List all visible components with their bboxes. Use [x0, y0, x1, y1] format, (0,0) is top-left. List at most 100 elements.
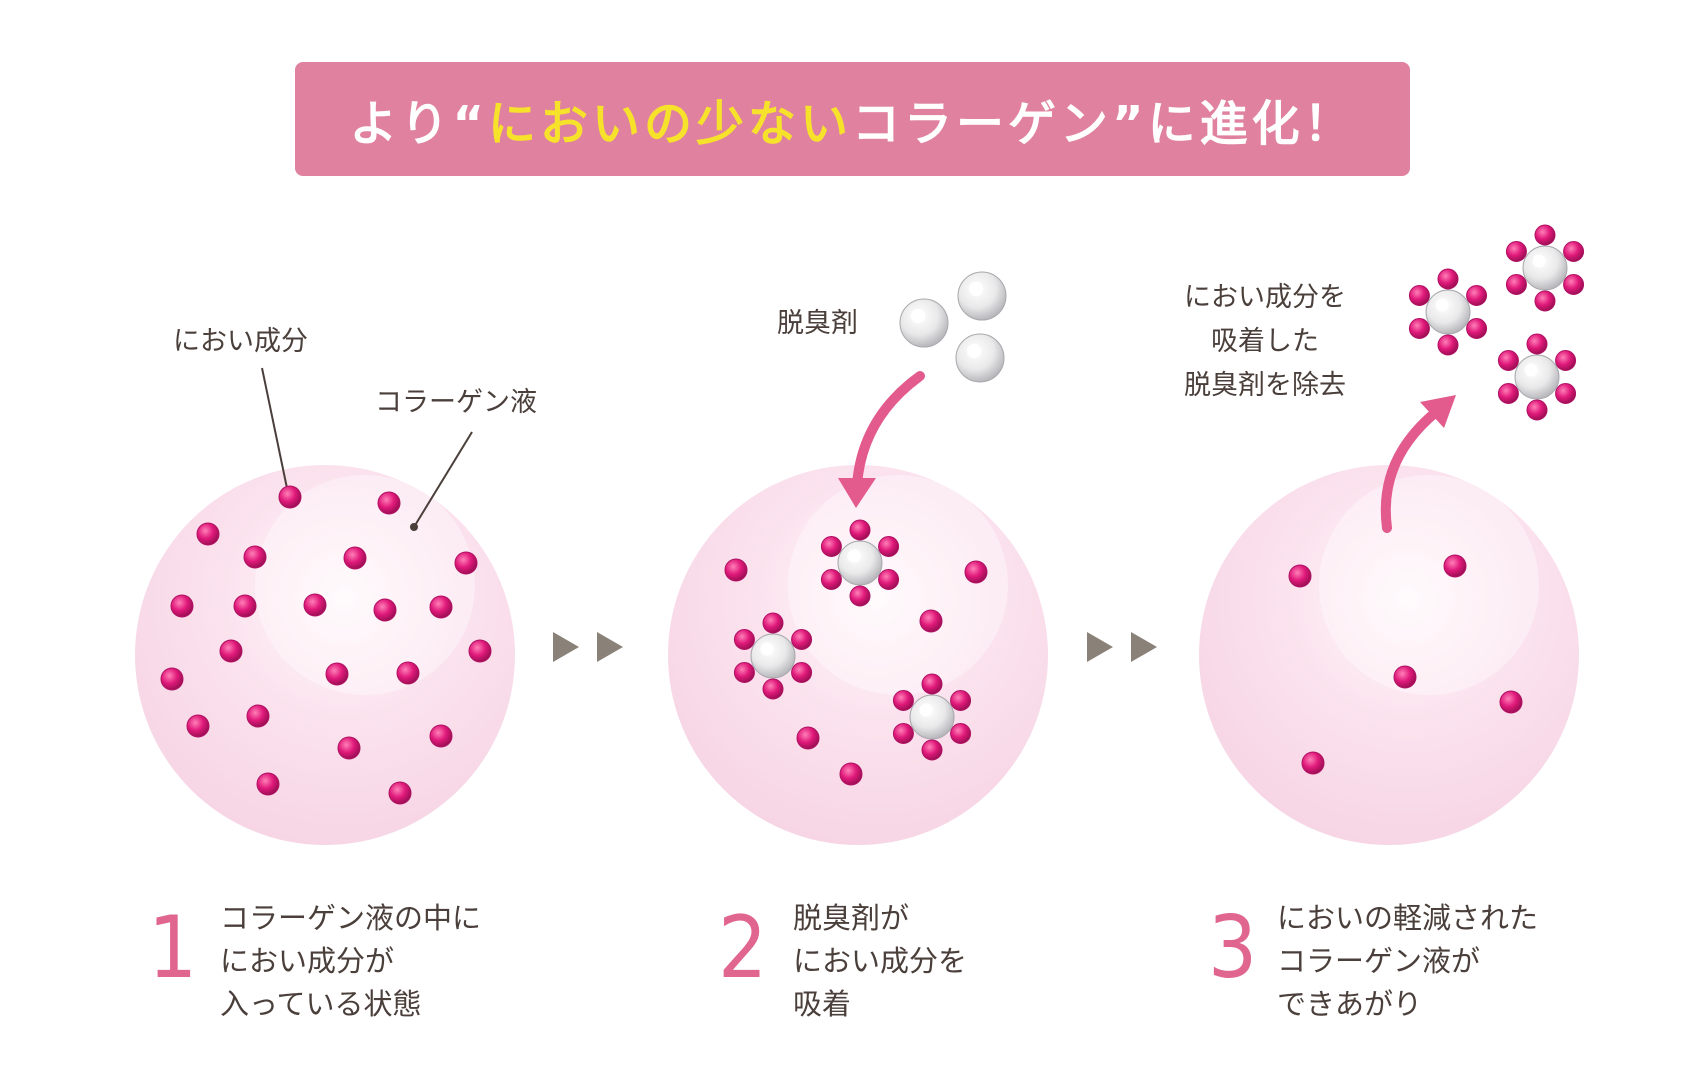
- odor-dot: [1499, 690, 1523, 714]
- curved-arrow-icon: [1380, 407, 1441, 533]
- odor-dot: [849, 519, 871, 541]
- step-number-3: 3: [1208, 898, 1258, 998]
- step-chevrons: [553, 632, 1157, 662]
- solution-circles: [135, 465, 1579, 845]
- deodorant-bubble: [955, 333, 1005, 383]
- odor-dot: [839, 762, 863, 786]
- odor-dot: [233, 594, 257, 618]
- odor-dot: [921, 673, 943, 695]
- odor-dot: [170, 594, 194, 618]
- odor-dot: [791, 662, 813, 683]
- odor-dot: [256, 772, 280, 796]
- odor-dot: [1301, 751, 1325, 775]
- odor-dot: [796, 726, 820, 750]
- chevron-right-icon: [553, 632, 579, 662]
- odor-dot: [219, 639, 243, 663]
- odor-dot: [1497, 383, 1519, 404]
- deodorant-bubble: [957, 271, 1007, 321]
- odor-dot: [196, 522, 220, 546]
- deodorant-bubble: [1514, 354, 1560, 400]
- odor-dot: [1408, 318, 1430, 339]
- odor-dot: [1555, 383, 1577, 404]
- odor-dot: [878, 536, 900, 557]
- odor-dot: [1563, 241, 1585, 262]
- deodorant-bubbles: [750, 245, 1568, 740]
- solution-circle: [1199, 465, 1579, 845]
- step-line: におい成分を: [793, 944, 968, 978]
- label-collagen-liquid: コラーゲン液: [375, 387, 537, 418]
- label-deodorant: 脱臭剤: [777, 308, 858, 339]
- odor-dot: [762, 612, 784, 634]
- leader-end-dot: [410, 523, 418, 531]
- odor-dot: [950, 723, 972, 744]
- bubble-shine: [760, 642, 774, 656]
- odor-dot: [1534, 224, 1556, 246]
- flow-arrows: [838, 371, 1456, 533]
- step-line: におい成分が: [220, 944, 395, 978]
- odor-dot: [303, 593, 327, 617]
- odor-dot: [1466, 285, 1488, 306]
- odor-dot: [1505, 274, 1527, 295]
- banner-text-pre: より“: [349, 96, 488, 152]
- odor-dot: [429, 724, 453, 748]
- odor-dot: [791, 629, 813, 650]
- odor-dot: [429, 595, 453, 619]
- odor-dots: [160, 224, 1585, 805]
- bubble-shine: [966, 343, 982, 359]
- odor-dot: [1437, 268, 1459, 290]
- odor-dot: [373, 598, 397, 622]
- odor-dot: [160, 667, 184, 691]
- odor-dot: [964, 560, 988, 584]
- chevron-right-icon: [597, 632, 623, 662]
- odor-dot: [1505, 241, 1527, 262]
- bubble-shine: [1435, 298, 1449, 312]
- label-removed-line: 脱臭剤を除去: [1184, 370, 1346, 401]
- label-removed-line: におい成分を: [1184, 282, 1346, 313]
- odor-dot: [1526, 399, 1548, 421]
- circle-highlight: [788, 475, 1008, 695]
- label-removed: におい成分を 吸着した 脱臭剤を除去: [1150, 276, 1380, 408]
- step-number-2: 2: [718, 898, 768, 998]
- arrow-head: [1420, 395, 1456, 428]
- odor-dot: [1534, 290, 1556, 312]
- leader-line-liquid: [413, 431, 473, 528]
- odor-dot: [1563, 274, 1585, 295]
- odor-dot: [892, 690, 914, 711]
- step-number-1: 1: [148, 898, 198, 998]
- chevron-right-icon: [1087, 632, 1113, 662]
- curved-arrow-icon: [852, 371, 925, 490]
- step-description-1: コラーゲン液の中に におい成分が 入っている状態: [220, 897, 481, 1026]
- odor-dot: [454, 551, 478, 575]
- odor-dot: [468, 639, 492, 663]
- label-removed-line: 吸着した: [1211, 326, 1319, 357]
- odor-dot: [820, 569, 842, 590]
- odor-dot: [1526, 333, 1548, 355]
- solution-circle: [135, 465, 515, 845]
- chevron-right-icon: [1131, 632, 1157, 662]
- banner-highlight: においの少ない: [488, 96, 853, 152]
- step-line: 脱臭剤が: [793, 901, 910, 935]
- step-line: コラーゲン液の中に: [220, 901, 482, 935]
- solution-circle: [668, 465, 1048, 845]
- odor-dot: [849, 585, 871, 607]
- odor-dot: [762, 678, 784, 700]
- odor-dot: [919, 609, 943, 633]
- deodorant-bubble: [837, 540, 883, 586]
- odor-dot: [1497, 350, 1519, 371]
- step-description-2: 脱臭剤が におい成分を 吸着: [793, 897, 967, 1026]
- circle-highlight: [1319, 475, 1539, 695]
- odor-dot: [1408, 285, 1430, 306]
- odor-dot: [186, 714, 210, 738]
- deodorant-bubble: [1425, 289, 1471, 335]
- step-line: コラーゲン液が: [1277, 944, 1481, 978]
- bubble-shine: [968, 281, 984, 297]
- odor-dot: [278, 485, 302, 509]
- odor-dot: [343, 546, 367, 570]
- odor-dot: [243, 545, 267, 569]
- deodorant-bubble: [909, 694, 955, 740]
- banner-text-post: コラーゲン”に進化！: [852, 96, 1356, 152]
- arrow-head: [838, 478, 876, 508]
- bubble-shine: [847, 549, 861, 563]
- odor-dot: [246, 704, 270, 728]
